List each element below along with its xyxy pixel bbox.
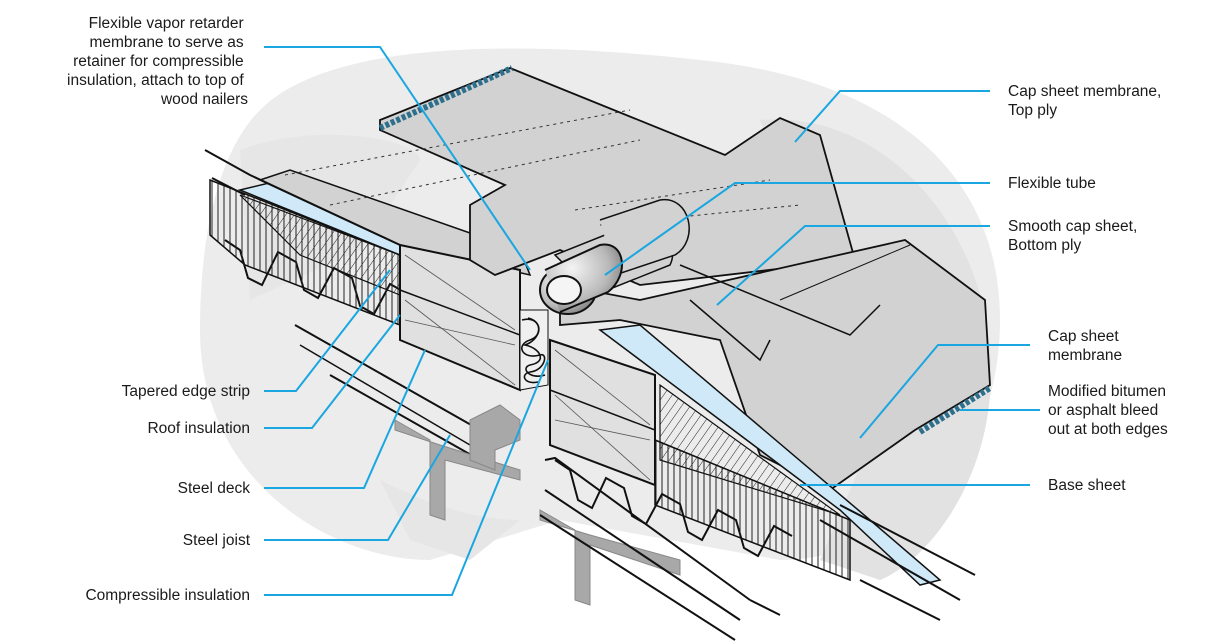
leader-steel-deck [264,349,426,489]
right-steel-joist [539,509,681,606]
right-steel-deck [554,459,793,558]
leader-compressible-insulation [264,359,549,596]
leader-cap-sheet-top [794,90,990,143]
cap-sheet-top [284,65,857,286]
label-base-sheet: Base sheet [1048,477,1126,494]
label-roof-insulation: Roof insulation [147,420,250,437]
label-cap-sheet-membrane: Cap sheet membrane [1048,328,1123,364]
leader-lines [264,46,1040,596]
leader-cap-sheet-membrane [859,344,1030,439]
label-tapered-edge-strip: Tapered edge strip [122,383,250,400]
right-roof-section [539,239,992,641]
leader-flexible-tube [604,182,990,276]
label-compressible-insulation: Compressible insulation [85,587,250,604]
label-flexible-vapor-retarder: Flexible vapor retarder membrane to serv… [67,15,248,108]
label-steel-deck: Steel deck [178,480,251,497]
leader-roof-insulation [264,314,401,429]
leader-tapered-edge-strip [264,269,391,392]
label-steel-joist: Steel joist [183,532,251,549]
flexible-tube [539,199,690,315]
leader-smooth-cap-sheet [716,225,990,306]
compressible-insulation [519,309,549,391]
labels: Flexible vapor retarder membrane to serv… [67,15,1170,604]
label-cap-sheet-top-ply: Cap sheet membrane, Top ply [1008,83,1166,119]
leader-flexible-vapor-retarder [264,46,531,271]
bleed-top [378,65,514,131]
label-modified-bitumen: Modified bitumen or asphalt bleed out at… [1048,383,1170,438]
bleed-right [918,385,992,435]
label-flexible-tube: Flexible tube [1008,175,1096,192]
leader-steel-joist [264,434,451,541]
label-smooth-cap-sheet: Smooth cap sheet, Bottom ply [1008,218,1142,254]
